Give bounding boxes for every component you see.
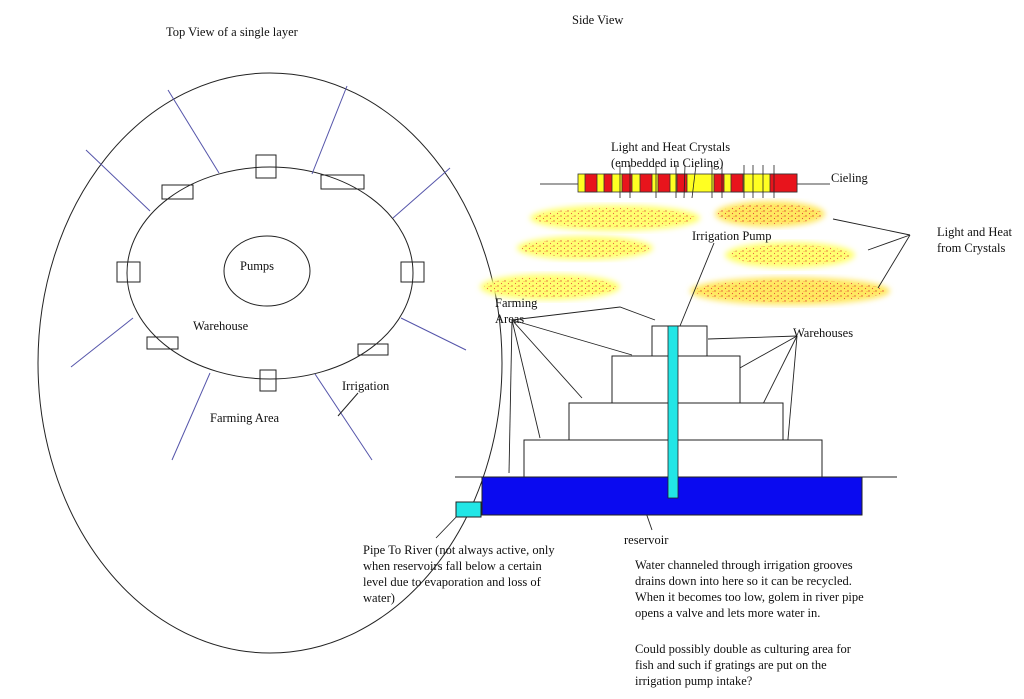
irrigation-pump-pipe [667,325,679,499]
pumps-label: Pumps [240,259,275,273]
irrigation-pump-label: Irrigation Pump [692,229,772,243]
warehouse-label: Warehouse [193,319,249,333]
light-heat-rays [480,201,890,305]
pointer-lines [435,218,911,539]
pumps-circle [223,235,311,307]
reservoir-label: reservoir [624,533,669,547]
reservoir-note: Water channeled through irrigation groov… [635,558,864,620]
side-view [435,164,911,539]
farming-areas-label: Farming Areas [495,296,538,326]
outer-ring [37,72,503,654]
river-pipe [455,501,482,518]
farming-area-label: Farming Area [210,411,280,425]
top-view-title: Top View of a single layer [166,25,298,39]
farming-dividers [70,85,467,461]
culturing-note: Could possibly double as culturing area … [635,642,851,688]
crystals-label: Light and Heat Crystals (embedded in Cie… [611,140,731,170]
pipe-to-river-label: Pipe To River (not always active, only w… [363,543,555,605]
inner-ring [126,166,414,380]
light-heat-label: Light and Heat from Crystals [937,225,1012,255]
top-view [37,72,503,654]
crystal-bar [577,164,798,199]
ceiling-label: Cieling [831,171,868,185]
irrigation-pointer [337,392,359,417]
warehouses-label: Warehouses [793,326,854,340]
irrigation-label: Irrigation [342,379,390,393]
side-view-title: Side View [572,13,624,27]
warehouse-boxes [116,154,425,392]
